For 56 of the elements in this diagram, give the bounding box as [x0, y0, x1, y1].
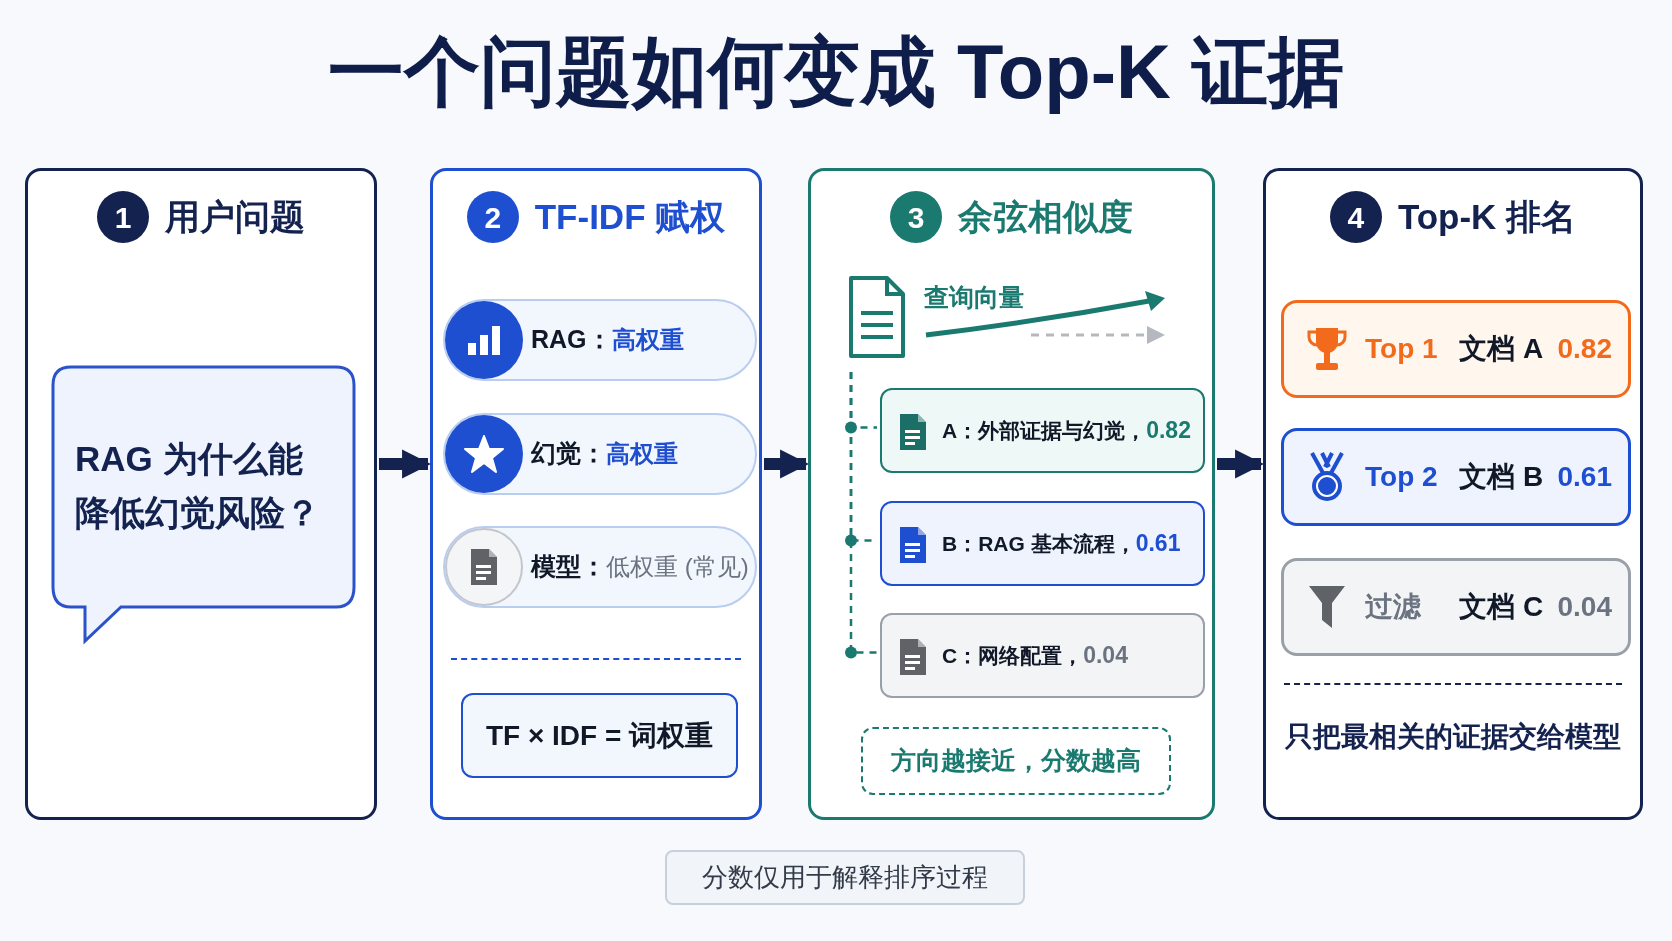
panel-heading: TF-IDF 赋权: [534, 196, 726, 238]
formula-text: TF × IDF = 词权重: [485, 718, 714, 753]
score-value: 0.82: [1146, 416, 1191, 446]
document-card: [880, 613, 1205, 698]
document-label: 文档 A: [1459, 332, 1545, 366]
document-title: B：RAG 基本流程，: [942, 530, 1136, 557]
document-title: C：网络配置，: [942, 642, 1084, 669]
rank-card: [1281, 300, 1631, 398]
panel-card: [1263, 168, 1643, 820]
score-value: 0.61: [1557, 460, 1612, 494]
speech-bubble: [51, 365, 356, 645]
document-title: A：外部证据与幻觉，: [942, 417, 1147, 444]
weight-row: [443, 413, 757, 495]
weight-row: [443, 299, 757, 381]
flow-arrow: [379, 449, 431, 479]
formula-box: [461, 693, 738, 778]
footnote-box: [665, 850, 1025, 905]
panel-card: [808, 168, 1215, 820]
panel-heading: 余弦相似度: [958, 196, 1133, 238]
rank-label: Top 2: [1365, 460, 1439, 494]
weight-label: 高权重: [606, 439, 678, 469]
number-badge: 2: [466, 191, 519, 244]
number-badge: 4: [1329, 191, 1382, 244]
summary-note: 只把最相关的证据交给模型: [1285, 720, 1621, 754]
document-label: 文档 C: [1459, 590, 1545, 624]
connector-line: [849, 372, 877, 654]
panel-card: [430, 168, 762, 820]
flow-arrow: [1217, 449, 1264, 479]
document-card: [880, 501, 1205, 586]
score-value: 0.04: [1557, 590, 1612, 624]
term-label: 幻觉：: [531, 438, 606, 470]
weight-label: 低权重 (常见): [606, 552, 749, 582]
rank-label: 过滤: [1365, 590, 1423, 624]
weight-label: 高权重: [611, 325, 684, 355]
term-label: RAG：: [531, 324, 612, 356]
weight-row: [443, 526, 757, 608]
panel-heading: Top-K 排名: [1397, 196, 1577, 238]
note-text: 方向越接近，分数越高: [891, 745, 1141, 777]
term-label: 模型：: [531, 551, 606, 583]
rank-label: Top 1: [1365, 332, 1439, 366]
number-badge: 3: [890, 191, 942, 244]
score-value: 0.04: [1083, 641, 1128, 671]
score-value: 0.61: [1135, 529, 1181, 559]
rank-card: [1281, 428, 1631, 526]
score-value: 0.82: [1557, 332, 1612, 366]
footnote-text: 分数仅用于解释排序过程: [702, 861, 988, 894]
vector-label: 查询向量: [924, 282, 1024, 313]
number-badge: 1: [97, 191, 149, 244]
question-text: RAG 为什么能降低幻觉风险？: [75, 437, 321, 534]
panel-card: [25, 168, 377, 820]
note-box: [861, 727, 1171, 795]
rank-card: [1281, 558, 1631, 656]
document-label: 文档 B: [1459, 460, 1545, 494]
document-card: [880, 388, 1205, 473]
flow-arrow: [764, 449, 809, 479]
panel-heading: 用户问题: [165, 196, 305, 238]
